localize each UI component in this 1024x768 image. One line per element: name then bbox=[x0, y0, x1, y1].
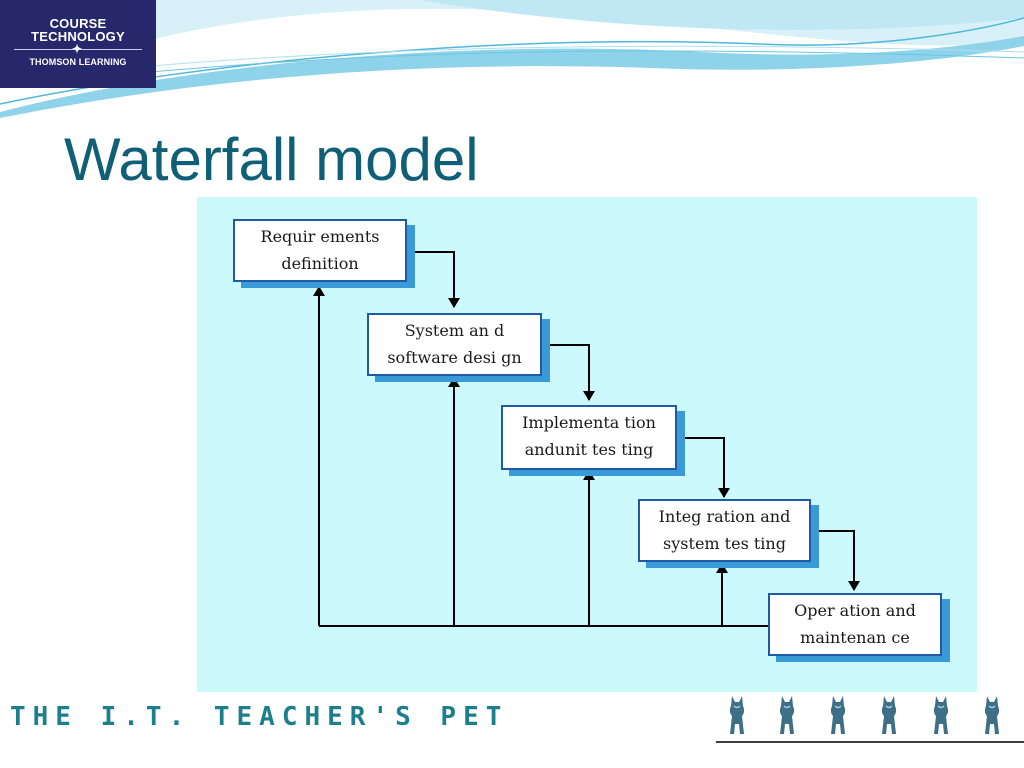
cat-statue-icon bbox=[830, 696, 846, 734]
logo-line-1: COURSE bbox=[49, 16, 107, 31]
logo-line-2: TECHNOLOGY bbox=[31, 29, 125, 44]
stage-design: System an d software desi gn bbox=[367, 313, 542, 376]
flow-arrow-2 bbox=[542, 344, 595, 401]
cat-statue-icon bbox=[729, 696, 745, 734]
stage-requirements: Requir ements definition bbox=[233, 219, 407, 282]
logo-divider bbox=[14, 49, 142, 50]
logo-star-icon: ✦ bbox=[72, 42, 83, 56]
diagram-connectors bbox=[313, 251, 860, 627]
logo-line-3: THOMSON LEARNING bbox=[29, 57, 127, 67]
waterfall-diagram: Requir ements definition System an d sof… bbox=[197, 197, 977, 692]
flow-arrow-4 bbox=[813, 530, 860, 591]
stage-implementation: Implementa tion andunit tes ting bbox=[501, 405, 677, 470]
header-swoosh bbox=[0, 0, 1024, 118]
cat-statue-icon bbox=[984, 696, 1000, 734]
flow-arrow-1 bbox=[407, 251, 460, 308]
slide-title: Waterfall model bbox=[64, 126, 479, 193]
cat-statue-icon bbox=[933, 696, 949, 734]
footer-divider bbox=[716, 741, 1024, 743]
stage-integration: Integ ration and system tes ting bbox=[638, 499, 811, 562]
footer-brand: THE I.T. TEACHER'S PET bbox=[10, 702, 509, 732]
course-technology-logo: COURSE TECHNOLOGY ✦ THOMSON LEARNING bbox=[0, 0, 156, 88]
stage-operation: Oper ation and maintenan ce bbox=[768, 593, 942, 656]
flow-arrow-3 bbox=[679, 437, 730, 498]
cat-statue-icon bbox=[881, 696, 897, 734]
cat-statue-icon bbox=[779, 696, 795, 734]
